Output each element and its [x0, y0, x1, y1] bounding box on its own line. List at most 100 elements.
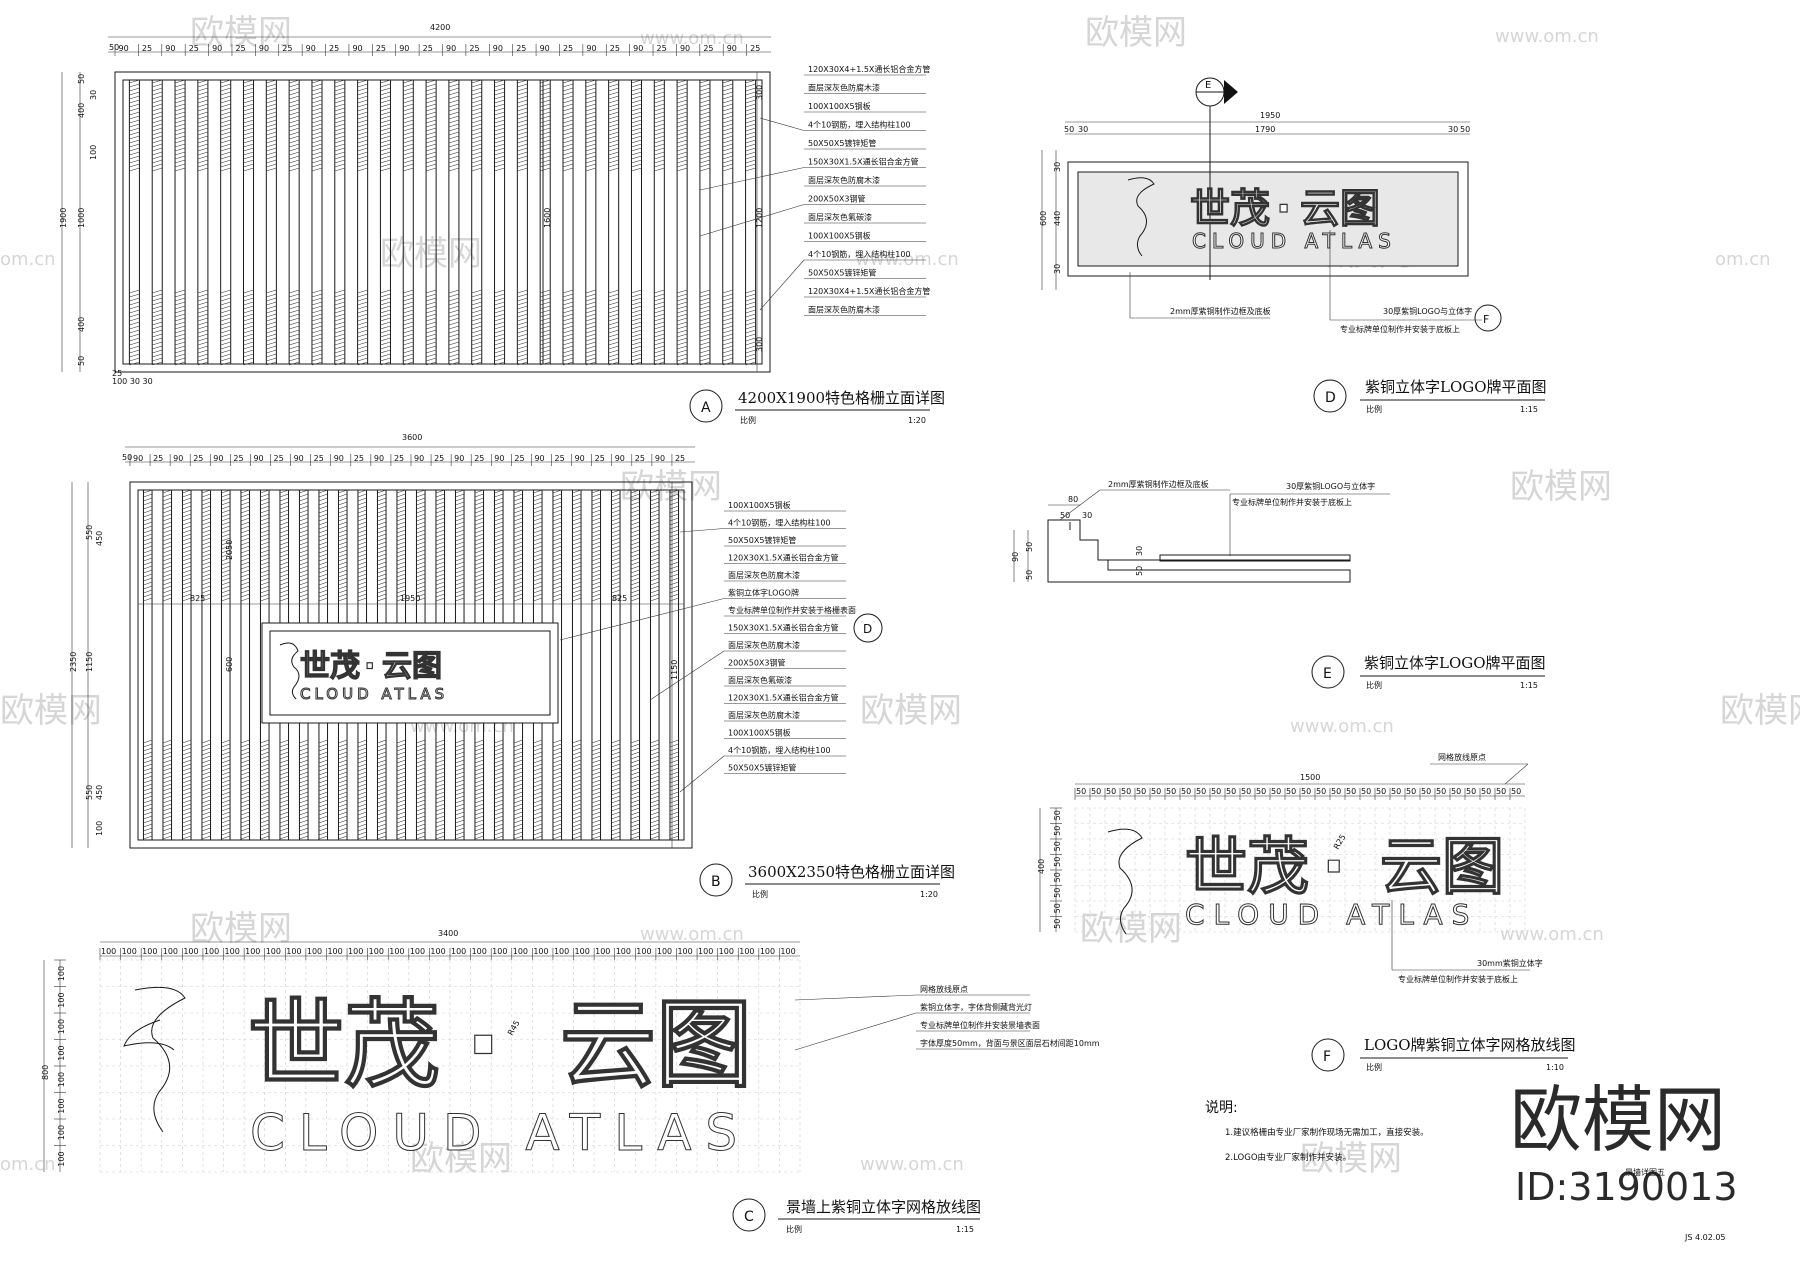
slat-hatch [396, 589, 406, 594]
watermark-brand: 欧模网 [190, 13, 292, 53]
slat-hatch [745, 131, 756, 136]
slat-hatch [669, 545, 679, 550]
slat-hatch [299, 807, 309, 812]
slat-hatch [630, 493, 640, 498]
slat-hatch [403, 305, 414, 310]
slat-hatch [162, 581, 172, 586]
logo-d: 世茂 · 云图 CLOUD ATLAS [1127, 177, 1391, 257]
slat-hatch [699, 91, 711, 96]
slat-hatch [494, 835, 504, 840]
slat-hatch [243, 123, 254, 128]
slat-hatch [334, 99, 345, 104]
slat-hatch [221, 561, 231, 566]
slat-hatch [562, 95, 574, 100]
slat-hatch [494, 87, 505, 92]
watermark-brand: 欧模网 [1510, 467, 1612, 507]
slat-hatch [162, 779, 172, 784]
slat-hatch [572, 775, 582, 780]
slat-hatch [494, 325, 505, 330]
slat-hatch [240, 763, 250, 768]
dim-a-right-top: 300 [755, 85, 764, 100]
slat-hatch [517, 79, 528, 84]
slat-hatch [494, 329, 505, 334]
slat-hatch [197, 123, 208, 128]
slat-hatch [338, 831, 348, 836]
slat-hatch [152, 167, 163, 172]
watermark-domain: om.cn [1715, 249, 1771, 270]
slat-hatch [448, 353, 460, 358]
slat-hatch [240, 585, 250, 590]
slat-hatch [289, 155, 300, 160]
slat-hatch [435, 795, 445, 800]
slat-hatch [455, 585, 465, 590]
slat-hatch [338, 597, 348, 602]
slat-hatch [197, 83, 208, 88]
slat-hatch [435, 529, 445, 534]
slat-hatch [533, 597, 543, 602]
slat-hatch [143, 823, 153, 828]
slat-hatch [377, 835, 387, 840]
slat-hatch [182, 537, 192, 542]
slat-hatch [611, 807, 621, 812]
slat-hatch [494, 815, 504, 820]
slat-hatch [260, 557, 270, 562]
slat-hatch [745, 115, 756, 120]
note-text: 50X50X5镀锌矩管 [808, 138, 876, 148]
slat-hatch [338, 767, 348, 772]
slat-hatch [289, 301, 300, 306]
slat-hatch [455, 779, 465, 784]
slat-hatch [572, 513, 582, 518]
slat-hatch [396, 779, 406, 784]
slat-hatch [677, 87, 688, 92]
slat-hatch [338, 759, 348, 764]
dim-label: 50 [1271, 787, 1281, 796]
grille-slat [571, 489, 582, 841]
slat-hatch [357, 573, 367, 578]
slat-hatch [650, 759, 660, 764]
slat-hatch [221, 501, 231, 506]
slat-hatch [299, 533, 309, 538]
grille-slat [539, 79, 551, 365]
slat-hatch [380, 123, 391, 128]
slat-hatch [334, 151, 345, 156]
logo-c-cn-left: 世茂 [248, 989, 440, 1101]
slat-hatch [240, 807, 250, 812]
slat-hatch [435, 517, 445, 522]
slat-hatch [513, 537, 523, 542]
slat-hatch [143, 811, 153, 816]
slat-hatch [221, 815, 231, 820]
slat-hatch [182, 819, 192, 824]
slat-hatch [162, 493, 172, 498]
slat-hatch [338, 751, 348, 756]
slat-hatch [654, 349, 665, 354]
slat-hatch [722, 341, 733, 346]
slat-hatch [416, 739, 426, 744]
slat-hatch [699, 317, 711, 322]
slat-hatch [513, 541, 523, 546]
slat-hatch [471, 325, 482, 330]
slat-hatch [494, 505, 504, 510]
slat-hatch [650, 767, 660, 772]
slat-hatch [630, 585, 640, 590]
slat-hatch [220, 289, 231, 294]
slat-hatch [129, 159, 140, 164]
dim-label: 50 [1361, 787, 1371, 796]
slat-hatch [425, 321, 437, 326]
slat-hatch [357, 751, 367, 756]
dim-b-right: 825 [612, 594, 627, 603]
slat-hatch [631, 329, 642, 334]
slat-hatch [289, 337, 300, 342]
slat-hatch [129, 317, 140, 322]
slat-hatch [243, 111, 254, 116]
slat-hatch [403, 341, 414, 346]
slat-hatch [197, 99, 208, 104]
slat-hatch [611, 521, 621, 526]
slat-hatch [448, 107, 460, 112]
slat-hatch [572, 525, 582, 530]
slat-hatch [611, 787, 621, 792]
slat-hatch [572, 795, 582, 800]
slat-hatch [260, 779, 270, 784]
slat-hatch [533, 779, 543, 784]
slat-hatch [174, 317, 186, 322]
slat-hatch [722, 139, 733, 144]
